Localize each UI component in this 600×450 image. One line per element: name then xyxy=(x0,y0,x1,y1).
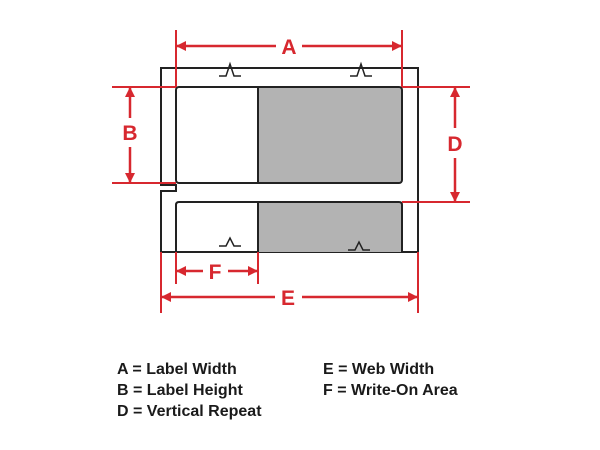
dimension-e-letter: E xyxy=(281,287,295,310)
legend-item-label-height: B = Label Height xyxy=(117,382,243,399)
break-symbol xyxy=(348,240,370,251)
dimension-a: A xyxy=(175,30,403,87)
dimension-d: D xyxy=(402,86,470,203)
legend-item-label-width: A = Label Width xyxy=(117,361,237,378)
dimension-b: B xyxy=(112,86,176,184)
legend-right: E = Web Width F = Write-On Area xyxy=(323,359,458,401)
legend-item-vertical-repeat: D = Vertical Repeat xyxy=(117,403,262,420)
label-top-write-on-area xyxy=(258,87,402,183)
break-symbol xyxy=(350,61,372,77)
label-bottom-write-on-area xyxy=(258,202,402,252)
legend-item-web-width: E = Web Width xyxy=(323,361,435,378)
legend-left: A = Label Width B = Label Height D = Ver… xyxy=(117,359,262,422)
dimension-f: F xyxy=(175,252,259,284)
web-outline xyxy=(160,67,419,253)
dimension-d-letter: D xyxy=(447,133,462,156)
dimension-a-letter: A xyxy=(281,36,296,59)
dimension-e: E xyxy=(160,252,419,313)
dimension-b-letter: B xyxy=(122,122,137,145)
dimension-f-letter: F xyxy=(209,261,222,284)
break-symbol xyxy=(219,236,241,247)
label-bottom xyxy=(175,201,403,252)
legend-item-write-on-area: F = Write-On Area xyxy=(323,382,458,399)
label-top xyxy=(175,86,403,184)
break-symbol xyxy=(219,61,241,77)
